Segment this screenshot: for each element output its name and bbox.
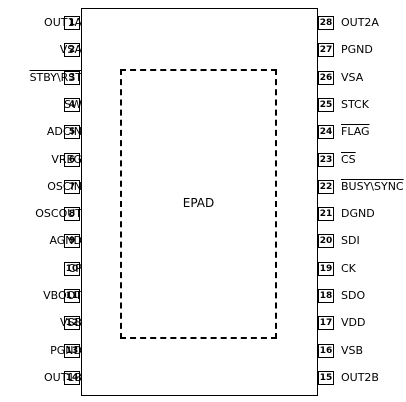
pin-number-10: 10 <box>64 261 80 276</box>
pin-label-5: ADCIN <box>46 125 82 139</box>
pin-label-14: OUT1B <box>44 370 82 384</box>
pin-label-22: BUSY\SYNC <box>341 179 404 193</box>
pin-label-9: AGND <box>49 234 82 248</box>
pin-label-20: SDI <box>341 234 360 248</box>
pin-label-4: SW <box>64 97 82 111</box>
epad-label: EPAD <box>182 196 215 210</box>
epad-outline <box>120 69 277 339</box>
pin-label-18: SDO <box>341 289 366 302</box>
pin-number-1: 1 <box>64 16 80 30</box>
pin-label-26: VSA <box>341 70 364 84</box>
pin-number-9: 9 <box>64 234 80 249</box>
pin-number-21: 21 <box>318 207 334 222</box>
pin-label-25: STCK <box>341 97 369 111</box>
pin-label-28: OUT2A <box>341 16 379 29</box>
pin-number-11: 11 <box>64 289 80 303</box>
pin-label-8: OSCOUT <box>35 207 82 221</box>
pin-number-25: 25 <box>318 97 334 112</box>
pin-label-11: VBOOT <box>43 289 82 302</box>
pin-number-18: 18 <box>318 289 334 303</box>
pin-label-24: FLAG <box>341 125 370 139</box>
pin-number-7: 7 <box>64 179 80 194</box>
pin-number-26: 26 <box>318 70 334 85</box>
pin-number-24: 24 <box>318 125 334 140</box>
pin-label-2: VSA <box>59 43 82 57</box>
pin-number-28: 28 <box>318 16 334 30</box>
pin-number-27: 27 <box>318 43 334 58</box>
pin-number-14: 14 <box>64 370 80 385</box>
pin-label-16: VSB <box>341 343 364 357</box>
pin-label-23: CS <box>341 152 356 166</box>
pin-label-3: STBY\RST <box>29 70 82 84</box>
pin-label-7: OSCIN <box>47 179 82 193</box>
pin-label-13: PGND <box>50 343 82 357</box>
pin-label-27: PGND <box>341 43 373 57</box>
pin-number-8: 8 <box>64 207 80 222</box>
pin-label-1: OUT1A <box>44 16 82 29</box>
pin-number-17: 17 <box>318 316 334 331</box>
pin-number-15: 15 <box>318 370 334 385</box>
pin-label-15: OUT2B <box>341 370 379 384</box>
pin-number-2: 2 <box>64 43 80 58</box>
pin-number-5: 5 <box>64 125 80 140</box>
pin-number-20: 20 <box>318 234 334 249</box>
pin-number-12: 12 <box>64 316 80 331</box>
pin-label-21: DGND <box>341 207 375 221</box>
pin-label-10: CP <box>67 261 82 275</box>
pin-number-19: 19 <box>318 261 334 276</box>
pin-number-13: 13 <box>64 343 80 358</box>
pin-number-3: 3 <box>64 70 80 85</box>
pin-label-19: CK <box>341 261 356 275</box>
pin-label-6: VREG <box>51 152 82 166</box>
pin-label-17: VDD <box>341 316 366 330</box>
pin-number-16: 16 <box>318 343 334 358</box>
pin-number-22: 22 <box>318 179 334 194</box>
pin-label-12: VSB <box>59 316 82 330</box>
pin-number-6: 6 <box>64 152 80 167</box>
pin-number-4: 4 <box>64 97 80 112</box>
pin-number-23: 23 <box>318 152 334 167</box>
